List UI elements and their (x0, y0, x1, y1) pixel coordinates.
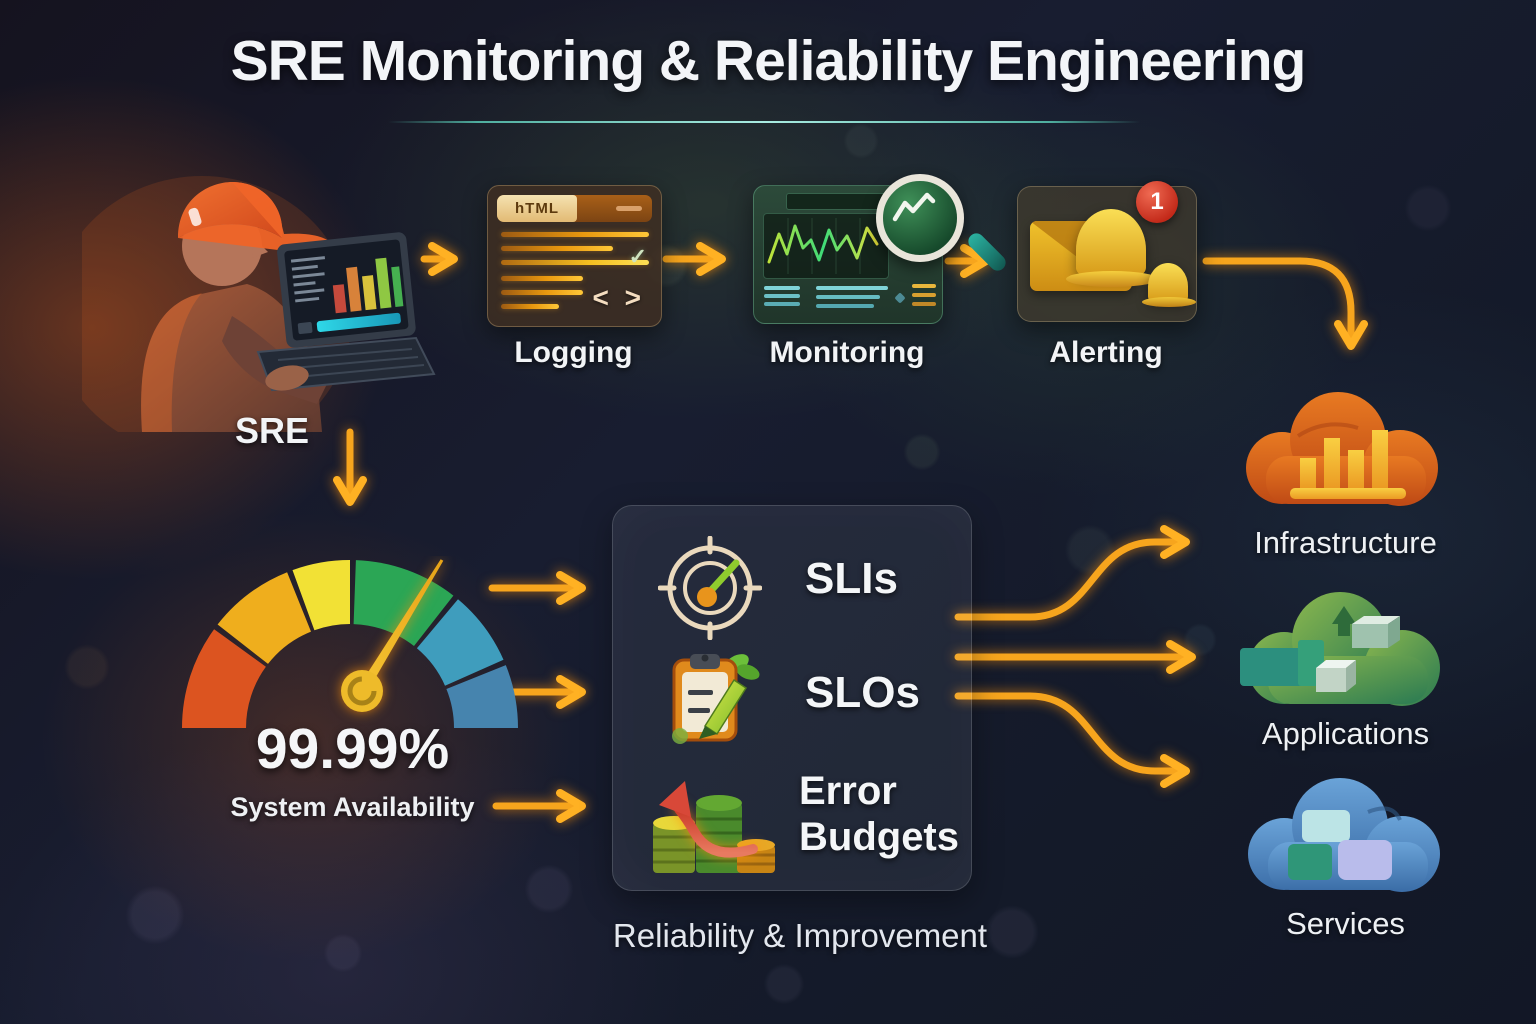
reliability-panel: SLIs SLOs (612, 505, 972, 891)
error-budget-coins-icon (653, 781, 775, 873)
logging-icon: hTML ✓ < > (487, 185, 662, 327)
log-line (501, 232, 649, 237)
alerting-label: Alerting (1049, 336, 1163, 369)
monitoring-label: Monitoring (769, 336, 925, 369)
html-tab: hTML (497, 195, 577, 222)
code-brackets-icon: < > (592, 282, 645, 313)
slis-label: SLIs (805, 554, 898, 603)
page-title: SRE Monitoring & Reliability Engineering (230, 29, 1307, 93)
availability-caption: System Availability (230, 792, 475, 822)
slos-label: SLOs (805, 668, 920, 717)
gauge-arc (182, 559, 518, 728)
error-budgets-label: Error Budgets (799, 769, 959, 859)
gauge-needle (341, 559, 444, 712)
check-icon: ✓ (628, 244, 647, 269)
stat-row (816, 295, 880, 299)
applications-label: Applications (1261, 716, 1430, 751)
sli-target-icon (658, 536, 762, 640)
log-line (501, 260, 649, 265)
applications-cloud-icon (1240, 592, 1440, 706)
availability-value: 99.99% (255, 717, 450, 781)
magnifier-icon (876, 174, 1009, 274)
sre-label: SRE (234, 410, 310, 451)
sre-laptop (256, 232, 436, 392)
stat-row (912, 284, 936, 288)
arrow-panel-to-services (954, 692, 1190, 788)
reliability-caption: Reliability & Improvement (612, 917, 988, 954)
stat-dot (894, 292, 906, 304)
stat-row (912, 293, 936, 297)
stat-row (764, 286, 800, 290)
browser-bar: hTML (497, 195, 652, 222)
small-bell-lip (1142, 297, 1196, 307)
stat-row (816, 304, 874, 308)
sre-body (141, 284, 322, 432)
infrastructure-label: Infrastructure (1254, 525, 1437, 560)
log-line (501, 246, 613, 251)
bar-dash (616, 206, 642, 211)
alerting-icon: 1 (1017, 181, 1197, 322)
availability-gauge (182, 559, 518, 728)
services-label: Services (1286, 906, 1405, 941)
logging-label: Logging (514, 336, 633, 369)
arrow-panel-to-infrastructure (954, 525, 1190, 621)
log-line (501, 290, 583, 295)
log-line (501, 304, 559, 309)
log-line (501, 276, 583, 281)
bell-icon (1076, 209, 1146, 275)
metrics-chart (763, 213, 889, 279)
sre-engineer-illustration (82, 176, 436, 432)
alert-count-badge: 1 (1136, 181, 1178, 223)
stat-row (912, 302, 936, 306)
small-bell-icon (1148, 263, 1188, 301)
stat-row (764, 302, 800, 306)
arrow-alerting-to-infrastructure (1202, 257, 1368, 350)
stat-row (816, 286, 888, 290)
bell-lip (1066, 271, 1158, 287)
services-cloud-icon (1248, 778, 1440, 892)
stat-row (764, 294, 800, 298)
infrastructure-cloud-icon (1246, 392, 1438, 506)
monitoring-icon (753, 174, 1009, 324)
title-divider (388, 121, 1140, 123)
slo-clipboard-icon (672, 654, 760, 744)
